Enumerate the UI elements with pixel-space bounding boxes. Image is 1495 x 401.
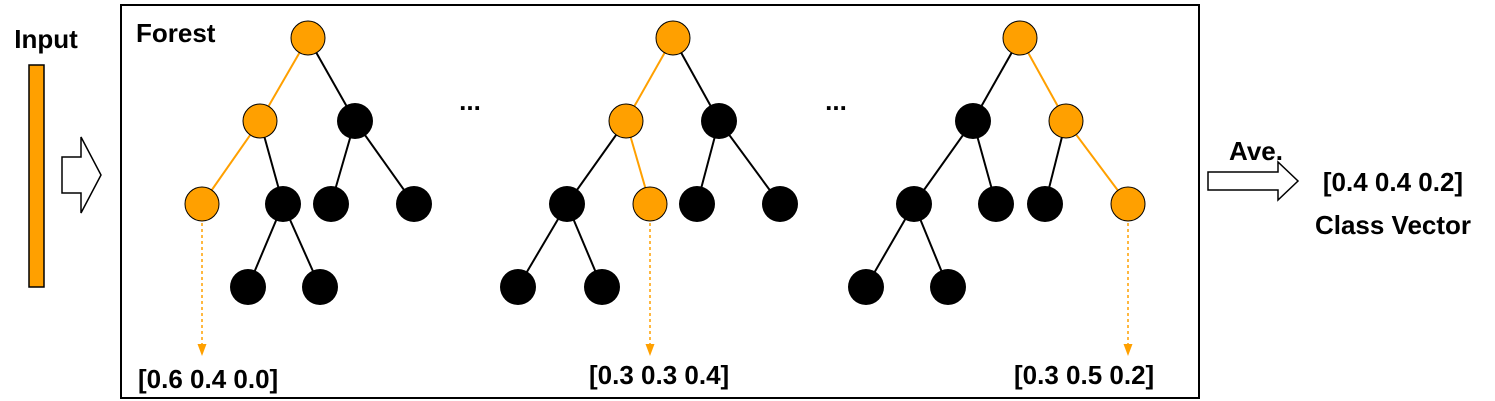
tree-3-node: [896, 186, 932, 222]
tree-2-node: [701, 103, 737, 139]
class-vector-caption: Class Vector: [1315, 210, 1471, 240]
tree-2-leaf-highlighted: [632, 186, 668, 222]
forest-frame: [120, 4, 1200, 399]
tree-2-leaf: [500, 269, 536, 305]
tree-3-node-highlighted: [1048, 103, 1084, 139]
tree-3-node-highlighted: [1002, 20, 1038, 56]
tree-1-edges: [201, 37, 415, 288]
tree-3-leaf: [1027, 186, 1063, 222]
tree-3: [0.3 0.5 0.2]: [848, 20, 1154, 390]
tree-3-node: [955, 103, 991, 139]
class-vector-value: [0.4 0.4 0.2]: [1323, 167, 1463, 197]
average-arrow-icon: [1207, 160, 1300, 202]
tree-2: [0.3 0.3 0.4]: [500, 20, 798, 390]
tree-1-node: [337, 103, 373, 139]
tree-1-node: [265, 186, 301, 222]
tree-2-leaf: [584, 269, 620, 305]
tree-2-leaf: [679, 186, 715, 222]
input-arrow-icon: [61, 136, 102, 214]
tree-1-output: [0.6 0.4 0.0]: [138, 364, 278, 394]
input-vector-bar: [28, 64, 45, 288]
tree-3-leaf: [978, 186, 1014, 222]
tree-2-edges: [517, 37, 781, 288]
ellipsis-2: ...: [825, 86, 847, 116]
tree-3-leaf-highlighted: [1110, 186, 1146, 222]
tree-1: [0.6 0.4 0.0]: [138, 20, 432, 394]
ellipsis-1: ...: [459, 86, 481, 116]
tree-2-node-highlighted: [655, 20, 691, 56]
tree-1-leaf: [313, 186, 349, 222]
average-label: Ave.: [1229, 136, 1283, 166]
tree-3-leaf: [848, 269, 884, 305]
tree-3-output: [0.3 0.5 0.2]: [1014, 360, 1154, 390]
tree-1-node-highlighted: [242, 103, 278, 139]
tree-3-edges: [865, 37, 1129, 288]
tree-2-node-highlighted: [608, 103, 644, 139]
tree-3-leaf: [930, 269, 966, 305]
forest-label: Forest: [136, 18, 216, 48]
input-label: Input: [14, 24, 78, 54]
tree-2-node: [549, 186, 585, 222]
tree-1-leaf-highlighted: [184, 186, 220, 222]
tree-1-leaf: [230, 269, 266, 305]
tree-1-leaf: [396, 186, 432, 222]
tree-1-leaf: [302, 269, 338, 305]
tree-2-leaf: [762, 186, 798, 222]
tree-2-output: [0.3 0.3 0.4]: [589, 360, 729, 390]
tree-1-node-highlighted: [290, 20, 326, 56]
